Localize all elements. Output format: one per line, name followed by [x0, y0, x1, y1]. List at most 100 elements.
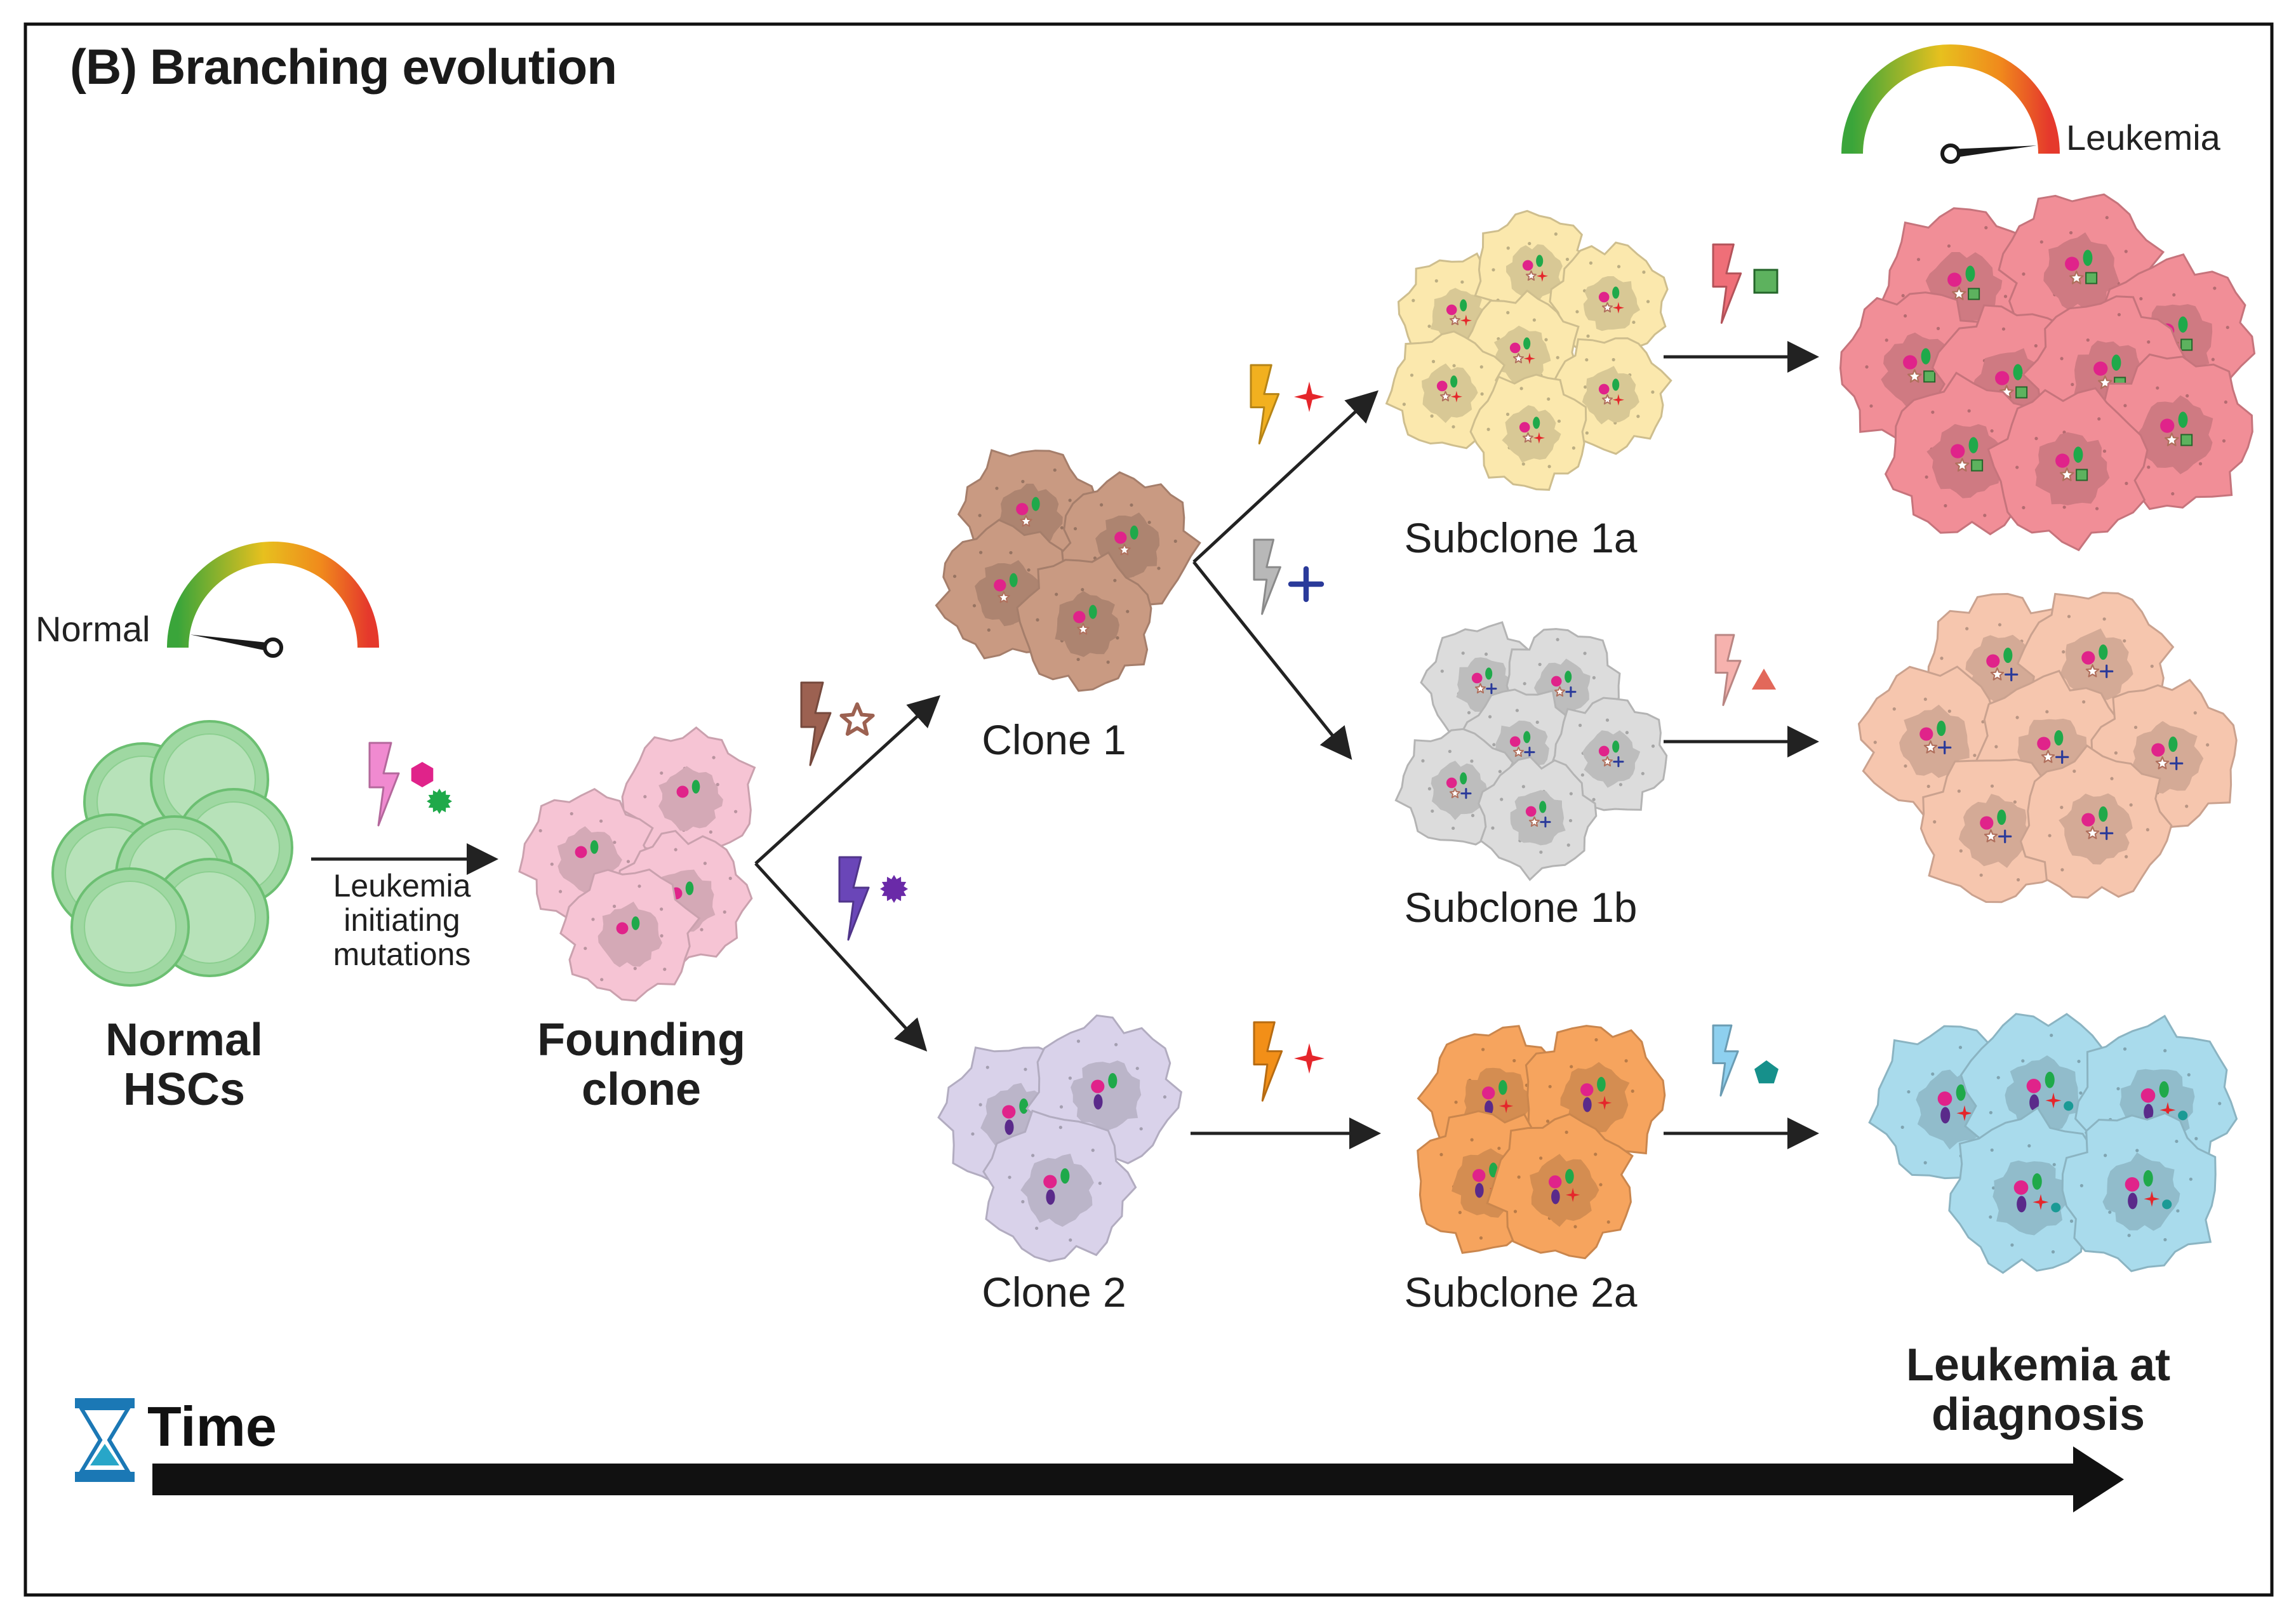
cell — [982, 1109, 1137, 1262]
cytoplasm-dot — [1021, 1200, 1025, 1204]
cytoplasm-dot — [1959, 849, 1963, 853]
cytoplasm-dot — [2123, 1047, 2127, 1051]
cytoplasm-dot — [1024, 1067, 1027, 1071]
cytoplasm-dot — [1900, 1125, 1904, 1129]
green-marker — [1997, 809, 2006, 825]
magenta-marker — [676, 785, 689, 798]
green-marker — [1965, 265, 1975, 282]
cell — [1478, 756, 1598, 881]
cytoplasm-dot — [1589, 261, 1593, 265]
nucleus — [1071, 1060, 1142, 1131]
cytoplasm-dot — [660, 771, 664, 775]
cytoplasm-dot — [2226, 326, 2229, 330]
nucleus — [1583, 276, 1640, 331]
green-marker — [1597, 1077, 1606, 1092]
magenta-marker — [1525, 806, 1537, 817]
nucleus — [1431, 761, 1488, 820]
cytoplasm-dot — [2129, 803, 2133, 807]
green-marker — [1523, 731, 1531, 744]
cytoplasm-dot — [2206, 743, 2210, 747]
time-arrow — [152, 1446, 2124, 1512]
green-marker — [2073, 446, 2083, 463]
cytoplasm-dot — [1617, 265, 1621, 269]
magenta-marker — [1598, 384, 1610, 395]
magenta-marker — [994, 579, 1006, 592]
green-marker — [1450, 375, 1458, 388]
square-marker — [2076, 469, 2088, 481]
hourglass-icon — [75, 1398, 135, 1482]
cytoplasm-dot — [2156, 386, 2159, 390]
cytoplasm-dot — [2123, 639, 2126, 643]
purple-marker — [2128, 1192, 2138, 1210]
nucleus — [1992, 1160, 2068, 1236]
cytoplasm-dot — [2086, 338, 2090, 342]
cytoplasm-dot — [1936, 326, 1940, 330]
cytoplasm-dot — [660, 907, 664, 911]
cytoplasm-dot — [2048, 834, 2052, 837]
red-star-marker — [1523, 352, 1535, 364]
gauge-needle — [190, 634, 274, 652]
cytoplasm-dot — [2185, 804, 2189, 808]
cytoplasm-dot — [1990, 429, 1994, 433]
star-marker — [1474, 683, 1486, 694]
cytoplasm-dot — [1965, 627, 1969, 630]
cell — [559, 868, 701, 1002]
gauge-needle — [1950, 145, 2037, 158]
cytoplasm-dot — [1925, 475, 1928, 479]
cytoplasm-dot — [613, 841, 617, 844]
cytoplasm-dot — [2039, 240, 2043, 244]
plus-marker — [1460, 788, 1472, 799]
cytoplasm-dot — [1130, 503, 1133, 507]
green-marker — [2013, 364, 2023, 380]
magenta-marker — [1947, 272, 1962, 287]
cytoplasm-dot — [2189, 1177, 2193, 1181]
cytoplasm-dot — [971, 1132, 975, 1136]
cytoplasm-dot — [1116, 636, 1119, 640]
cytoplasm-dot — [1521, 462, 1525, 466]
cytoplasm-dot — [1076, 1039, 1081, 1043]
cytoplasm-dot — [723, 910, 726, 914]
magenta-marker — [1472, 1169, 1486, 1182]
green-marker — [2003, 647, 2013, 664]
nucleus — [597, 902, 662, 968]
green-marker — [2099, 806, 2108, 822]
cytoplasm-dot — [716, 783, 719, 787]
cytoplasm-dot — [972, 604, 977, 608]
green-marker — [631, 916, 640, 930]
cytoplasm-dot — [1958, 1046, 1963, 1050]
cell — [1948, 1106, 2111, 1274]
magenta-marker — [1598, 745, 1610, 757]
green-marker — [2111, 354, 2121, 371]
star-marker — [1512, 746, 1524, 757]
cytoplasm-dot — [2171, 492, 2175, 496]
subclone-2a-label: Subclone 2a — [1404, 1269, 1638, 1316]
magenta-marker — [2160, 418, 2175, 433]
cytoplasm-dot — [2060, 806, 2064, 810]
red-star-marker — [1612, 394, 1624, 406]
plus-marker — [2100, 664, 2114, 678]
magenta-marker — [1091, 1079, 1105, 1093]
green-marker — [1031, 497, 1040, 511]
green-marker — [2159, 1081, 2169, 1098]
cytoplasm-dot — [1578, 723, 1582, 727]
cytoplasm-dot — [1583, 651, 1587, 655]
cytoplasm-dot — [1907, 1090, 1911, 1094]
cytoplasm-dot — [626, 860, 631, 864]
green-marker — [1533, 417, 1540, 429]
cytoplasm-dot — [2186, 394, 2189, 397]
magenta-marker — [1436, 380, 1448, 392]
cytoplasm-dot — [1114, 1043, 1118, 1046]
square-marker — [2180, 434, 2193, 446]
cytoplasm-dot — [558, 890, 563, 893]
cytoplasm-dot — [570, 811, 573, 816]
cytoplasm-dot — [1031, 1154, 1035, 1157]
cytoplasm-dot — [2139, 297, 2143, 301]
subclone-1b-label: Subclone 1b — [1404, 884, 1638, 931]
nucleus — [1510, 790, 1566, 846]
cytoplasm-dot — [1452, 425, 1455, 429]
cytoplasm-dot — [1402, 403, 1406, 406]
cytoplasm-dot — [1498, 770, 1502, 773]
magenta-marker — [1446, 777, 1457, 789]
cytoplasm-dot — [1865, 365, 1869, 369]
magenta-marker — [1522, 260, 1533, 271]
